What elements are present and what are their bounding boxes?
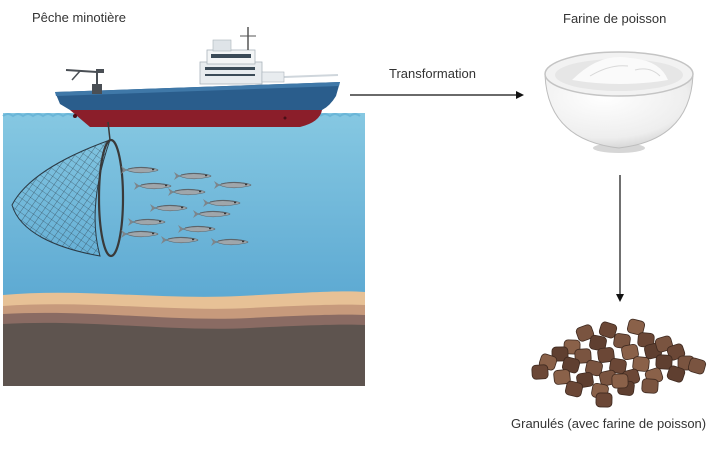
pellet bbox=[641, 378, 659, 394]
pellet bbox=[613, 333, 631, 349]
pellet bbox=[621, 343, 639, 361]
pellet bbox=[595, 392, 613, 408]
pellet bbox=[598, 321, 618, 339]
process-arrows bbox=[350, 91, 624, 302]
pellets-label: Granulés (avec farine de poisson) bbox=[511, 416, 707, 431]
pellet bbox=[687, 357, 707, 375]
fish-icon bbox=[168, 188, 206, 196]
bedrock-layer bbox=[3, 322, 365, 386]
fishing-vessel bbox=[55, 27, 340, 127]
fish-icon bbox=[121, 166, 159, 174]
transformation-arrowhead bbox=[516, 91, 524, 99]
fish-icon bbox=[121, 230, 159, 238]
fish-icon bbox=[128, 218, 166, 226]
pellet bbox=[589, 334, 607, 352]
pellet bbox=[611, 373, 629, 389]
ocean-scene bbox=[2, 113, 365, 386]
net-mesh bbox=[11, 139, 111, 257]
wave-left bbox=[2, 113, 74, 118]
pelletizing-arrowhead bbox=[616, 294, 624, 302]
fish-meal-bowl bbox=[544, 51, 694, 153]
fish-icon bbox=[178, 225, 216, 233]
pellet bbox=[626, 318, 646, 336]
hull-blue bbox=[55, 82, 340, 110]
pellet bbox=[553, 369, 571, 385]
fish-school bbox=[121, 166, 252, 246]
fish-icon bbox=[150, 204, 188, 212]
pellet bbox=[609, 358, 627, 374]
fishing-label: Pêche minotière bbox=[32, 10, 126, 25]
pellet bbox=[655, 354, 673, 370]
wave-right bbox=[319, 113, 361, 118]
fish-icon bbox=[174, 172, 212, 180]
trawl-net bbox=[11, 121, 125, 258]
fish-icon bbox=[203, 199, 241, 207]
hull-red bbox=[70, 110, 322, 127]
pellet bbox=[597, 347, 615, 363]
pellet bbox=[632, 356, 650, 372]
fish-icon bbox=[161, 236, 199, 244]
fish-icon bbox=[134, 182, 172, 190]
pellet bbox=[666, 365, 686, 383]
pellet bbox=[531, 364, 549, 380]
cabin-lower bbox=[199, 61, 263, 85]
pellet bbox=[565, 380, 583, 398]
net-mouth bbox=[97, 138, 125, 258]
tow-line bbox=[107, 121, 111, 141]
fish-icon bbox=[214, 181, 252, 189]
stern-crane bbox=[65, 69, 104, 94]
pellet bbox=[575, 324, 595, 342]
fish-icon bbox=[211, 238, 249, 246]
fish-icon bbox=[193, 210, 231, 218]
fish-meal-pellets bbox=[531, 318, 707, 408]
fish-meal-label: Farine de poisson bbox=[563, 11, 667, 26]
pellet bbox=[574, 348, 592, 364]
transformation-label: Transformation bbox=[389, 66, 476, 81]
